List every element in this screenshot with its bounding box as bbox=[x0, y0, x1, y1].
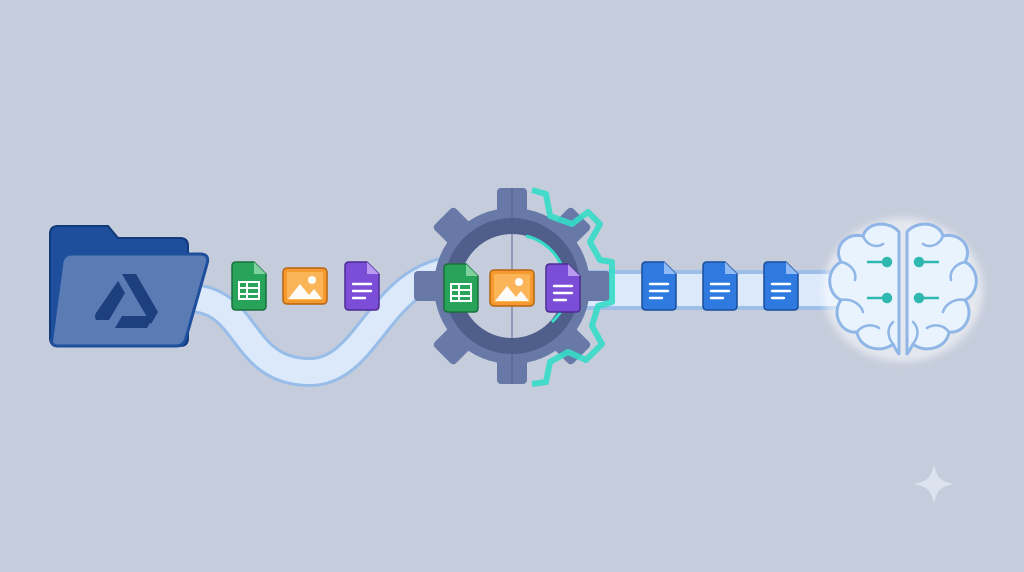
spreadsheet-file-icon bbox=[443, 263, 479, 313]
image-file-icon bbox=[282, 267, 328, 305]
document-file-icon bbox=[343, 260, 381, 312]
brain-icon bbox=[823, 218, 983, 362]
input-stream bbox=[175, 255, 515, 388]
input-files bbox=[231, 260, 381, 312]
document-file-icon bbox=[640, 260, 678, 312]
google-drive-folder-icon bbox=[49, 225, 210, 348]
document-file-icon bbox=[762, 260, 800, 312]
image-file-icon bbox=[489, 269, 535, 307]
output-files bbox=[640, 260, 800, 312]
document-file-icon bbox=[701, 260, 739, 312]
drive-logo-icon bbox=[95, 274, 158, 328]
sparkle-icon bbox=[914, 464, 954, 504]
document-file-icon bbox=[544, 262, 582, 314]
spreadsheet-file-icon bbox=[231, 261, 267, 311]
gear-icon bbox=[414, 187, 615, 387]
processor-files bbox=[443, 262, 582, 314]
